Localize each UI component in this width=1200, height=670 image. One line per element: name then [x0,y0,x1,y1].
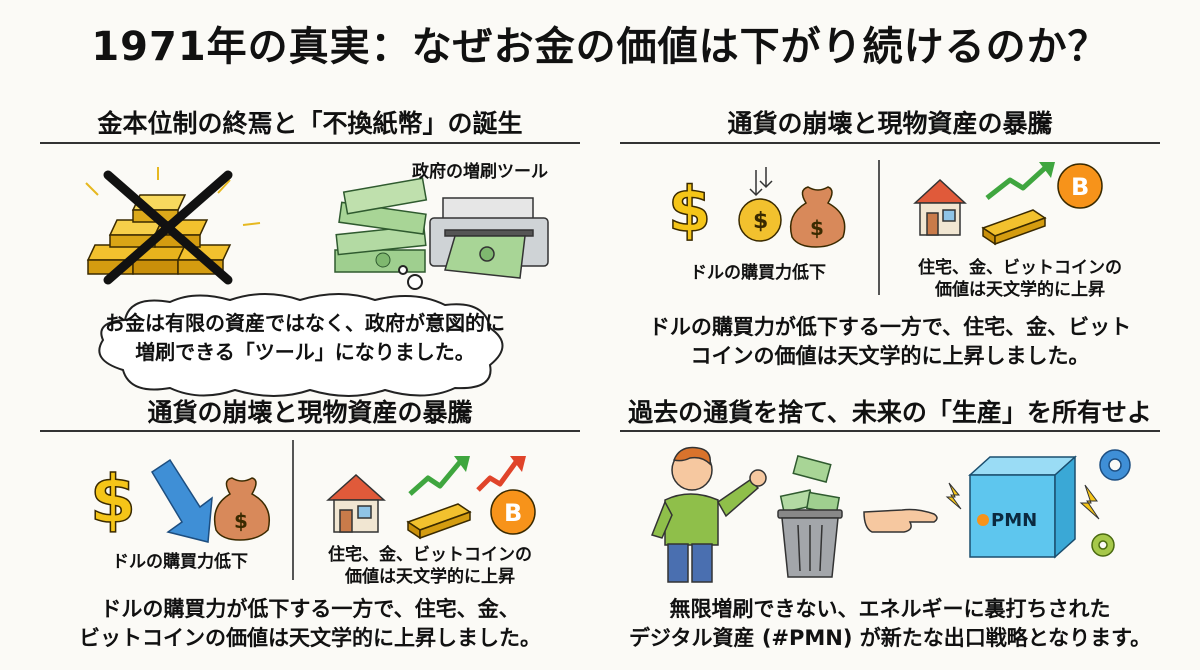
person-discarding-cash-icon [651,446,767,583]
page-title: 1971年の真実：なぜお金の価値は下がり続けるのか？ [91,24,1109,70]
assets-rising-icons: B [913,162,1103,246]
svg-text:$: $ [810,216,824,240]
panel-vertical-divider [292,440,294,580]
assets-rising-label-line2: 価値は天文学的に上昇 [935,280,1105,300]
gear-icon [1099,449,1131,481]
printer-label: 政府の増刷ツール [412,162,548,182]
section-heading-currency-collapse-2: 通貨の崩壊と現物資産の暴騰 [147,398,473,427]
bitcoin-icon [490,489,536,535]
section-divider [40,430,580,432]
gold-bar-icon [981,209,1047,246]
panel-body-line1-2: ドルの購買力が低下する一方で、住宅、金、 [100,597,520,621]
svg-text:B: B [504,499,522,527]
panel-body-line1-3: 無限増刷できない、エネルギーに裏打ちされた [669,597,1111,621]
panel-body-line1: ドルの購買力が低下する一方で、住宅、金、ビット [648,315,1132,339]
section-heading-gold-standard: 金本位制の終焉と「不換紙幣」の誕生 [97,109,523,138]
house-icon [326,473,386,533]
assets-rising-label-line1: 住宅、金、ビットコインの [918,258,1122,278]
money-bag-icon: $ [213,477,270,541]
section-heading-own-production: 過去の通貨を捨て、未来の「生産」を所有せよ [628,398,1152,427]
dollar-sign-icon: $ [668,173,711,246]
money-bag-icon: $ [789,186,846,248]
thought-bubble [98,265,504,397]
section-divider [620,430,1160,432]
dollar-decline-label: ドルの購買力低下 [690,263,826,283]
section-divider [620,142,1160,144]
panel-body-line2-2: ビットコインの価値は天文学的に上昇しました。 [79,626,541,650]
cash-stack-icon [334,177,428,273]
panel-body-line2-3: デジタル資産 (#PMN) が新たな出口戦略となります。 [628,626,1152,650]
bitcoin-icon [1057,163,1103,209]
pmn-cube-label: PMN [991,510,1037,531]
bubble-text-line2: 増刷できる「ツール」になりました。 [135,340,475,364]
panel-body-line2: コインの価値は天文学的に上昇しました。 [690,344,1090,368]
assets-rising-label-line1-2: 住宅、金、ビットコインの [328,545,532,565]
trash-can-with-cash-icon [777,454,843,578]
section-divider [40,142,580,144]
crossed-gold-bars-icon [85,167,261,285]
svg-text:$: $ [753,209,768,234]
svg-text:$: $ [234,509,248,533]
pmn-cube-icon: PMN [945,449,1131,559]
money-printer-icon [429,197,549,279]
pointing-hand-icon [863,508,938,533]
house-icon [913,178,967,236]
svg-text:B: B [1071,173,1089,201]
dollar-sign-icon: $ [90,461,136,538]
gear-icon [1091,533,1115,557]
assets-rising-label-line2-2: 価値は天文学的に上昇 [345,567,515,587]
section-heading-currency-collapse: 通貨の崩壊と現物資産の暴騰 [727,109,1053,138]
bubble-text-line1: お金は有限の資産ではなく、政府が意図的に [105,311,505,335]
down-arrow-icon [150,458,213,543]
dollar-decline-label-2: ドルの購買力低下 [112,552,248,572]
assets-rising-icons-2: B [326,456,536,540]
dollar-decline-icons: $ $ $ [667,167,846,248]
gold-bar-icon [406,503,472,540]
dollar-decline-icons-2: $ $ [89,458,270,543]
panel-vertical-divider [878,160,880,295]
gold-coin-icon [738,198,782,242]
